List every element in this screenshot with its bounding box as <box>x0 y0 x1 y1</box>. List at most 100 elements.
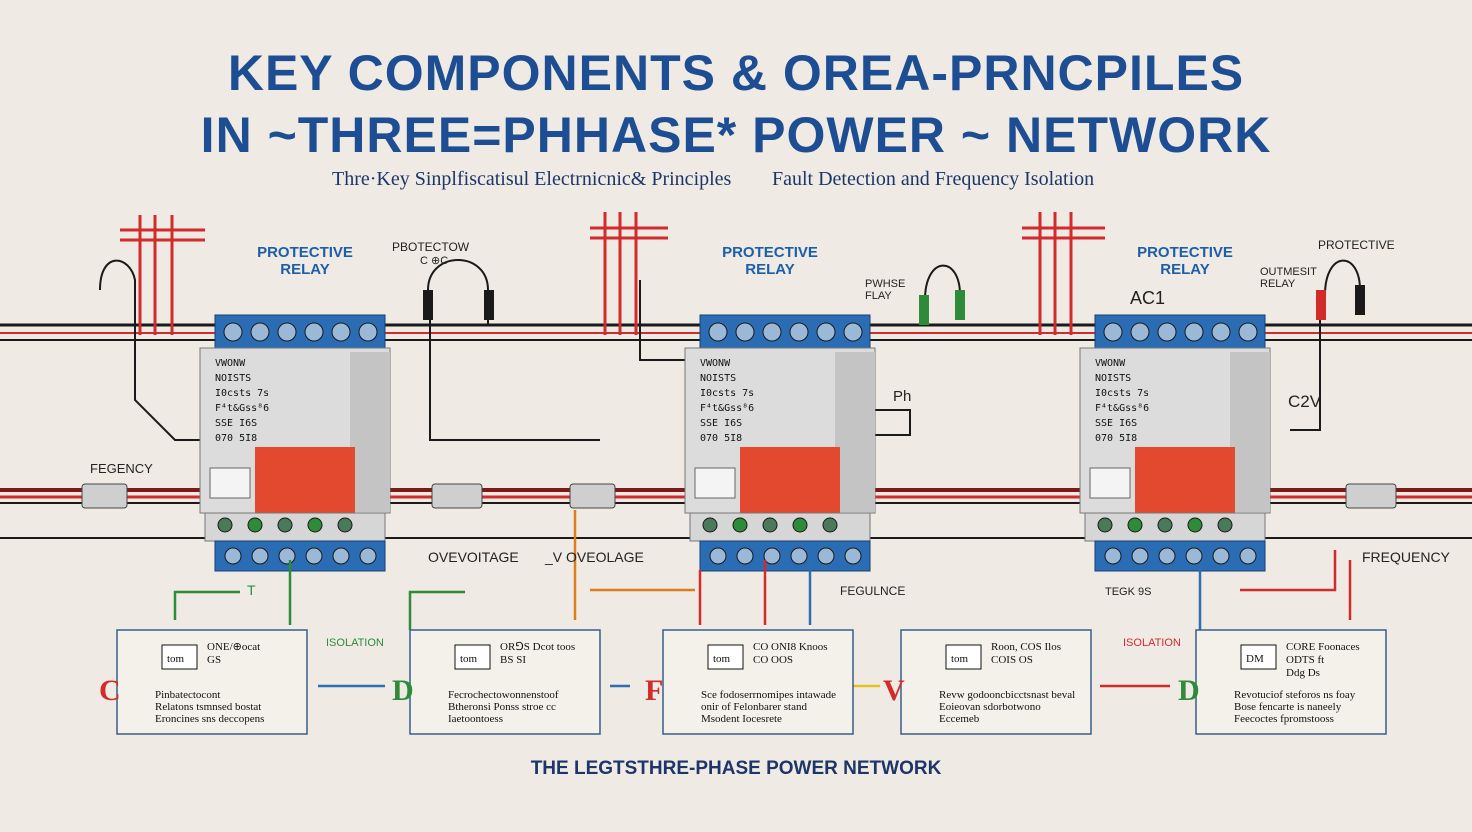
relay-face-text: 070 5I8 <box>1095 433 1137 444</box>
pylon-2 <box>590 212 668 335</box>
box-head-text: CO ONI8 Knoos <box>753 641 828 653</box>
relay-face-text: I0csts 7s <box>1095 388 1149 399</box>
isolation-label-1: ISOLATION <box>326 637 384 649</box>
probe-3 <box>919 295 929 325</box>
relay-face-text: F⁴t&Gss⁸6 <box>1095 403 1149 414</box>
diagram-title-line-1: KEY COMPONENTS & OREA-PRNCPILES <box>227 45 1245 101</box>
relay-face-text: 070 5I8 <box>215 433 257 444</box>
box-head-text: ODTS ft <box>1286 654 1324 666</box>
frequency-label-left: FEGENCY <box>90 461 153 476</box>
sense-wires <box>99 259 1361 441</box>
terminal-screw <box>1130 322 1150 342</box>
relay-2-title: PROTECTIVE RELAY <box>722 244 818 278</box>
relay-3-side-label: PROTECTIVE <box>1318 238 1395 252</box>
box-body-text: Btheronsi Ponss stroe cc <box>448 701 556 713</box>
box-head-text: Ddg Ds <box>1286 667 1320 679</box>
terminal-screw <box>843 322 863 342</box>
box-head-text: COIS OS <box>991 654 1033 666</box>
fegulnce-label: FEGULNCE <box>840 584 906 598</box>
terminal-screw <box>331 322 351 342</box>
box-head-text: Roon, COS Ilos <box>991 641 1061 653</box>
relay-face-text: I0csts 7s <box>700 388 754 399</box>
relay-display <box>1089 467 1131 499</box>
box-letter-mark: D <box>392 674 414 707</box>
terminal-screw <box>1238 322 1258 342</box>
terminal-screw <box>708 322 728 342</box>
probe-6 <box>1355 285 1365 315</box>
box-head-text: OR⅁S Dcot toos <box>500 641 575 653</box>
relay-face-text: SSE I6S <box>1095 418 1137 429</box>
box-body-text: Iaetoontoess <box>448 713 503 725</box>
footer-caption: THE LEGTSTHRE-PHASE POWER NETWORK <box>530 758 942 779</box>
relay-face-text: 070 5I8 <box>700 433 742 444</box>
cable-connectors <box>81 483 1397 509</box>
box-tag-text: DM <box>1246 653 1264 665</box>
box-head-text: ONE/⊕ocat <box>207 641 260 653</box>
relay-face-text: NOISTS <box>215 373 251 384</box>
box-tag-text: tom <box>460 653 478 665</box>
box-letter-mark: D <box>1178 674 1200 707</box>
terminal-screw <box>1211 322 1231 342</box>
box-body-text: Revw godooncbicctsnast beval <box>939 689 1075 701</box>
box-body-text: Eroncines sns deccopens <box>155 713 264 725</box>
box-head-text: GS <box>207 654 221 666</box>
relay-1-side-label-2: C ⊕C <box>420 255 449 267</box>
overvoltage-label-2: _V OVEOLAGE <box>545 549 644 565</box>
terminal-screw <box>789 322 809 342</box>
box-letter-mark: F <box>645 674 663 707</box>
overvoltage-label-1: OVEVOITAGE <box>428 549 519 565</box>
terminal-screw <box>735 322 755 342</box>
terminal-screw <box>223 322 243 342</box>
terminal-screw <box>304 322 324 342</box>
relay-face-text: VWONW <box>215 358 246 369</box>
probe-1 <box>423 290 433 320</box>
relay-face-text: NOISTS <box>700 373 736 384</box>
box-head-text: CO OOS <box>753 654 793 666</box>
box-tag-text: tom <box>951 653 969 665</box>
box-body-text: Sce fodoserrnomipes intawade <box>701 689 836 701</box>
box-body-text: Msodent Iocesrete <box>701 713 782 725</box>
relay-face-text: F⁴t&Gss⁸6 <box>700 403 754 414</box>
box-body-text: Feecoctes fpromstooss <box>1234 713 1334 725</box>
box-letter-mark: V <box>883 674 905 707</box>
box-body-text: Relatons tsmnsed bostat <box>155 701 261 713</box>
terminal-screw <box>250 322 270 342</box>
subtitle-left: Thre·Key Sinplfiscatisul Electrnicnic& P… <box>332 168 732 190</box>
relay-face-text: VWONW <box>1095 358 1126 369</box>
terminal-screw <box>1184 322 1204 342</box>
pylon-1 <box>120 215 205 335</box>
relay-3-v-label: C2V <box>1288 392 1322 411</box>
relay-face-text: NOISTS <box>1095 373 1131 384</box>
terminal-screw <box>816 322 836 342</box>
isolation-label-2: ISOLATION <box>1123 637 1181 649</box>
box-head-text: CORE Foonaces <box>1286 641 1360 653</box>
pylon-3 <box>1022 212 1105 335</box>
relay-face-text: F⁴t&Gss⁸6 <box>215 403 269 414</box>
terminal-screw <box>762 322 782 342</box>
relay-face-text: SSE I6S <box>700 418 742 429</box>
subtitle-right: Fault Detection and Frequency Isolation <box>772 168 1095 190</box>
relay-face-text: SSE I6S <box>215 418 257 429</box>
probe-2 <box>484 290 494 320</box>
box-body-text: Eoieovan sdorbotwono <box>939 701 1041 713</box>
box-body-text: Bose fencarte is naneely <box>1234 701 1342 713</box>
box-tag-text: tom <box>167 653 185 665</box>
box-body-text: Fecrochectowonnenstoof <box>448 689 559 701</box>
box-tag-text: tom <box>713 653 731 665</box>
probe-4 <box>955 290 965 320</box>
relay-display <box>209 467 251 499</box>
box-body-text: Revotuciof steforos ns foay <box>1234 689 1356 701</box>
terminal-screw <box>277 322 297 342</box>
terminal-screw <box>358 322 378 342</box>
diagram-title-line-2: IN ~THREE=PHHASE* POWER ~ NETWORK <box>200 107 1272 163</box>
